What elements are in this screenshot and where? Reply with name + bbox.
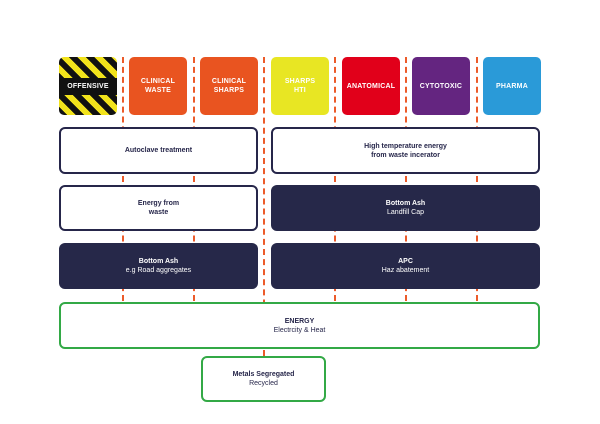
category-label: SHARPS HTI: [284, 78, 316, 94]
bottom-ash-road-box: Bottom Ash e.g Road aggregates: [59, 243, 258, 289]
autoclave-treatment-box: Autoclave treatment: [59, 127, 258, 174]
category-label: PHARMA: [496, 82, 528, 90]
energy-box: ENERGY Electrcity & Heat: [59, 302, 540, 349]
category-sharps-hti: SHARPS HTI: [271, 57, 329, 115]
connector-line-center: [263, 57, 265, 356]
box-title: Bottom Ash: [138, 258, 179, 265]
box-subtitle: Landfill Cap: [387, 209, 424, 216]
box-title: High temperature energy: [364, 142, 447, 150]
box-title: Energy from: [137, 200, 180, 207]
metals-segregated-box: Metals Segregated Recycled: [201, 356, 326, 402]
box-subtitle: e.g Road aggregates: [125, 267, 192, 274]
box-subtitle: Electrcity & Heat: [273, 326, 326, 334]
connector-line-2: [193, 57, 195, 301]
category-cytotoxic: CYTOTOXIC: [412, 57, 470, 115]
high-temperature-box: High temperature energy from waste incer…: [271, 127, 540, 174]
box-title: APC: [398, 258, 413, 265]
box-title: Bottom Ash: [385, 200, 426, 207]
connector-line-6: [476, 57, 478, 301]
category-label: CYTOTOXIC: [419, 82, 463, 90]
box-title: ENERGY: [284, 317, 315, 325]
box-title-line2: from waste incerator: [371, 151, 440, 159]
category-label: ANATOMICAL: [346, 82, 396, 90]
connector-line-4: [334, 57, 336, 301]
category-offensive: OFFENSIVE: [59, 57, 117, 115]
apc-box: APC Haz abatement: [271, 243, 540, 289]
connector-line-5: [405, 57, 407, 301]
category-clinical-sharps: CLINICAL SHARPS: [200, 57, 258, 115]
category-label: CLINICAL SHARPS: [211, 78, 247, 94]
connector-line-1: [122, 57, 124, 301]
box-subtitle: Recycled: [249, 380, 278, 387]
category-label: CLINICAL WASTE: [140, 78, 176, 94]
box-title: Autoclave treatment: [124, 147, 193, 154]
category-label: OFFENSIVE: [59, 77, 117, 95]
box-title: Metals Segregated: [232, 371, 295, 378]
energy-from-waste-box: Energy from waste: [59, 185, 258, 231]
bottom-ash-landfill-box: Bottom Ash Landfill Cap: [271, 185, 540, 231]
box-subtitle: Haz abatement: [381, 267, 430, 274]
category-pharma: PHARMA: [483, 57, 541, 115]
box-title-line2: waste: [148, 209, 169, 216]
category-anatomical: ANATOMICAL: [342, 57, 400, 115]
category-clinical-waste: CLINICAL WASTE: [129, 57, 187, 115]
